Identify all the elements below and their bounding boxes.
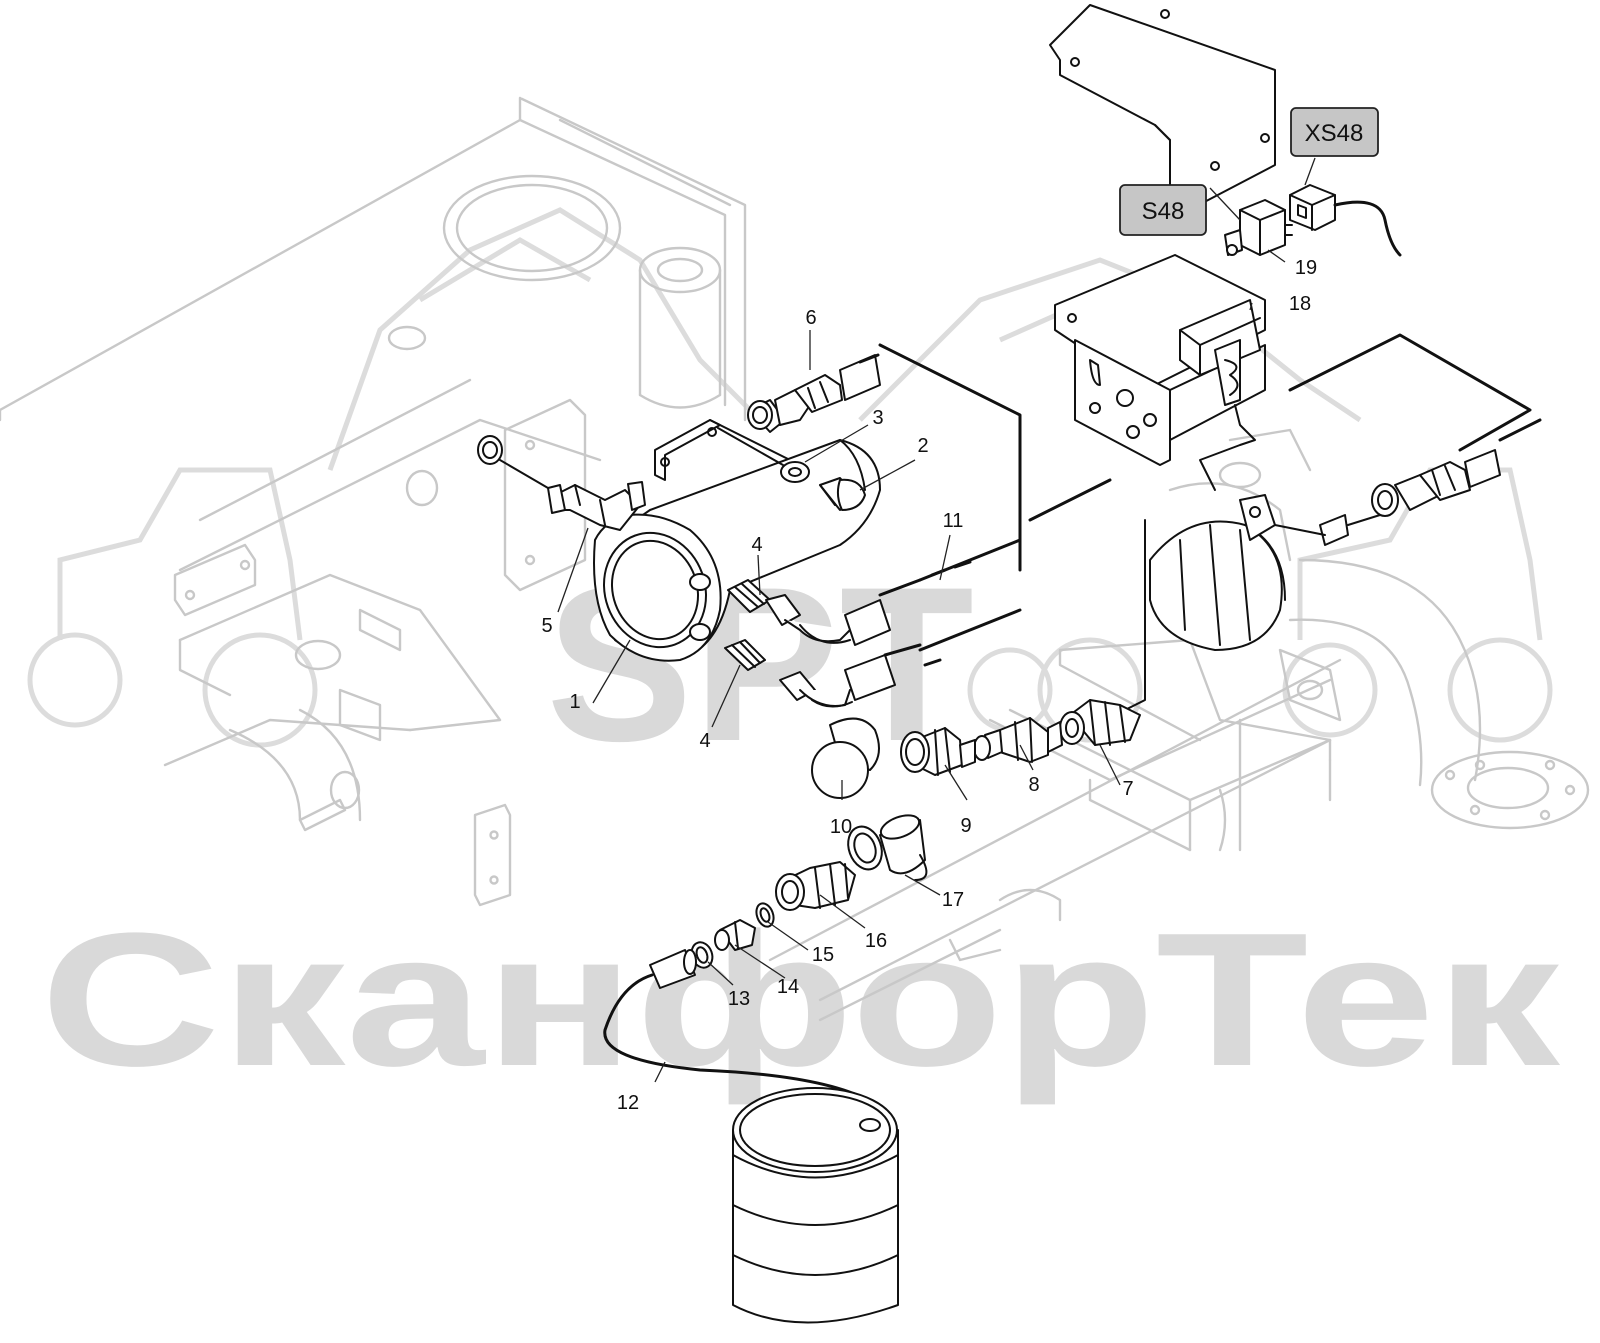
callout-6: 6 <box>805 307 816 329</box>
callout-14: 14 <box>777 976 799 998</box>
callout-12: 12 <box>617 1092 639 1114</box>
svg-text:S48: S48 <box>1142 198 1185 225</box>
washer <box>717 427 810 483</box>
adapter-fitting-lower <box>724 639 922 708</box>
watermark: SPT СканфорТек <box>27 207 1561 1106</box>
svg-text:XS48: XS48 <box>1305 120 1364 147</box>
filter-head-assembly <box>593 419 881 662</box>
switch-mounting-bracket <box>1049 4 1276 221</box>
oil-sample-container <box>732 1087 899 1324</box>
bolt <box>819 477 866 511</box>
machine-frame-background <box>0 96 1590 1022</box>
callout-3: 3 <box>872 407 883 429</box>
hose-fitting-right <box>1371 449 1501 517</box>
callout-10: 10 <box>830 816 852 838</box>
adapter-fitting-8 <box>973 717 1063 763</box>
test-coupler-16 <box>775 861 856 911</box>
callout-2: 2 <box>917 435 928 457</box>
hose-lower-break <box>923 658 942 667</box>
callout-7: 7 <box>1122 778 1133 800</box>
dust-cap-10 <box>811 717 880 799</box>
hose-11-break <box>930 560 972 577</box>
o-ring-15 <box>755 902 775 928</box>
connector-tag-s48: S48 <box>1119 184 1207 236</box>
rocker-switch <box>1224 199 1293 256</box>
adapter-fitting-upper <box>727 578 922 646</box>
callout-5: 5 <box>541 615 552 637</box>
seal-ring-17 <box>847 825 883 871</box>
quick-coupler-9 <box>900 727 976 776</box>
callout-16: 16 <box>865 930 887 952</box>
callout-4-lower: 4 <box>699 730 710 752</box>
elbow-fitting <box>405 435 646 531</box>
hose-fitting-top <box>747 343 1022 652</box>
leader-lines <box>557 157 1316 1083</box>
connector-tag-xs48: XS48 <box>1290 107 1379 157</box>
callout-19: 19 <box>1295 257 1317 279</box>
hose-right-run <box>1028 333 1542 522</box>
callout-8: 8 <box>1028 774 1039 796</box>
connector-xs48 <box>1289 184 1402 257</box>
nipple-14 <box>714 919 756 951</box>
callout-18: 18 <box>1289 293 1311 315</box>
part-callouts: 1 2 3 4 4 5 6 7 8 9 10 11 12 13 14 15 16… <box>541 257 1317 1114</box>
callout-4-upper: 4 <box>751 534 762 556</box>
callout-9: 9 <box>960 815 971 837</box>
callout-1: 1 <box>569 691 580 713</box>
protective-cap-17 <box>879 814 928 881</box>
right-filter-housing <box>1114 494 1381 716</box>
callout-13: 13 <box>728 988 750 1010</box>
callout-15: 15 <box>812 944 834 966</box>
callout-17: 17 <box>942 889 964 911</box>
bulkhead-fitting <box>1059 699 1141 746</box>
watermark-brand: СканфорТек <box>40 894 1561 1106</box>
callout-11: 11 <box>943 510 964 532</box>
solenoid-box <box>1054 254 1266 491</box>
